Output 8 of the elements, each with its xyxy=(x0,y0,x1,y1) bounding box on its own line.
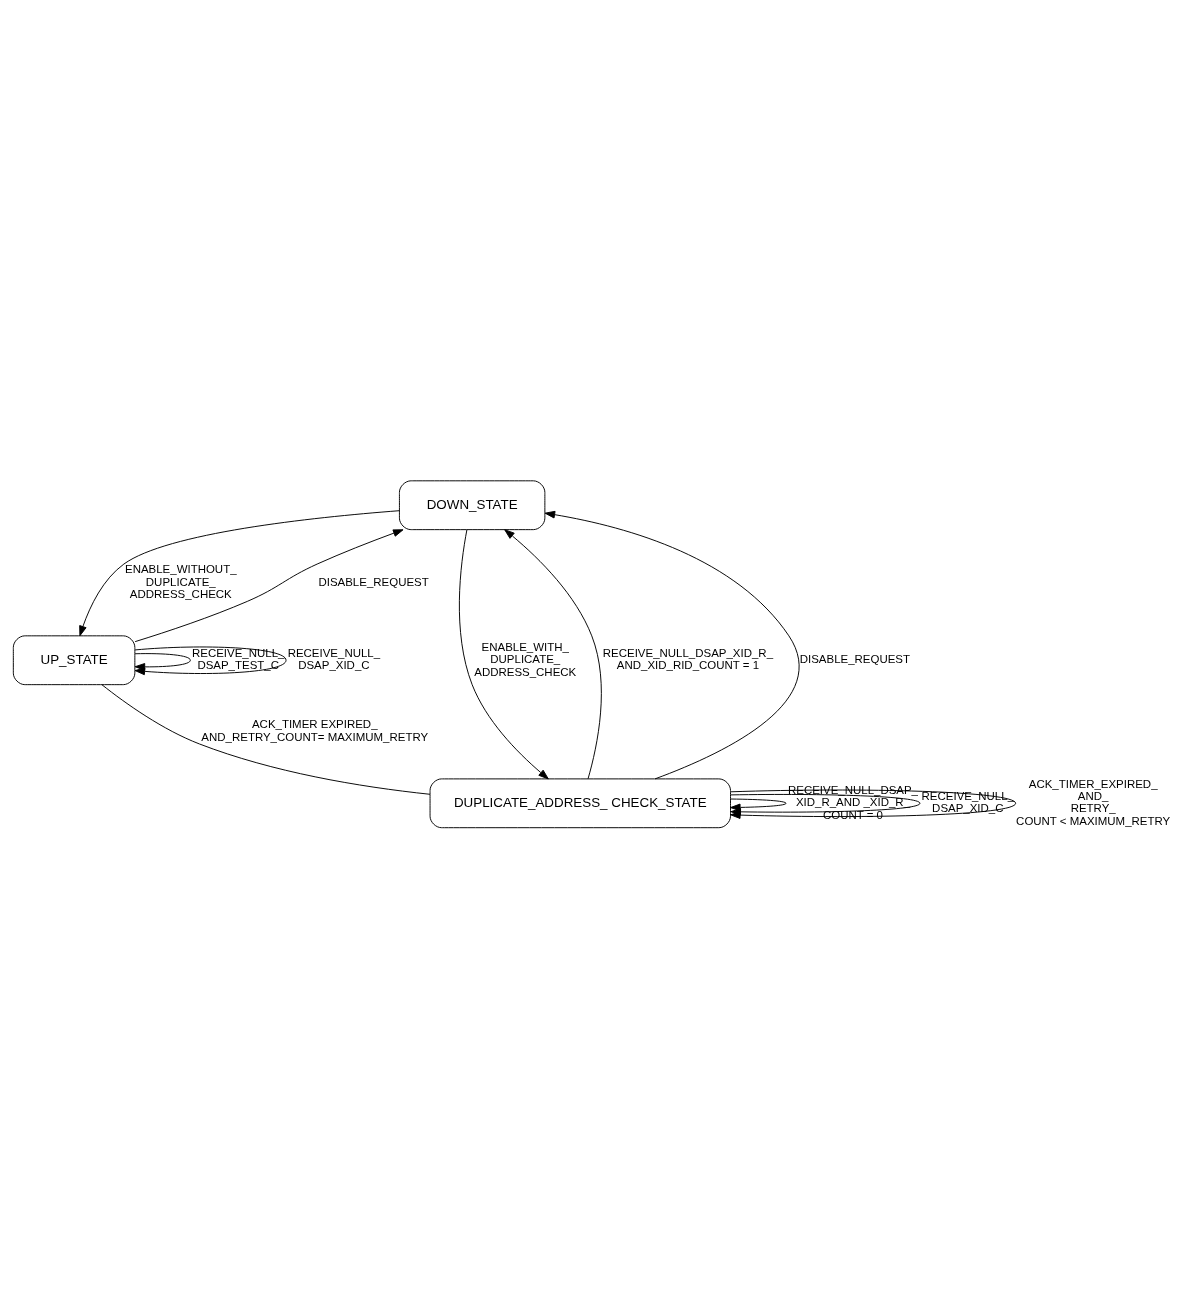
edge-label: DISABLE_REQUEST xyxy=(318,575,429,588)
edge-label: ENABLE_WITHOUT_ DUPLICATE_ ADDRESS_CHECK xyxy=(125,562,237,600)
edge-label: RECEIVE_NULL_ DSAP_XID_C xyxy=(287,646,381,671)
edge-label: ENABLE_WITH_ DUPLICATE_ ADDRESS_CHECK xyxy=(474,640,577,678)
edge-label: ACK_TIMER_EXPIRED_ AND_ RETRY_ COUNT < MAXIMUM_RETRY xyxy=(1016,777,1171,827)
edge-label: ACK_TIMER EXPIRED_ AND_RETRY_COUNT= MAXIMUM_RETRY xyxy=(201,717,429,743)
edge-label: DISABLE_REQUEST xyxy=(799,652,911,665)
edge-label: RECEIVE_NULL_DSAP_XID_R_ AND_XID_RID_COUNT = 1 xyxy=(602,646,774,671)
